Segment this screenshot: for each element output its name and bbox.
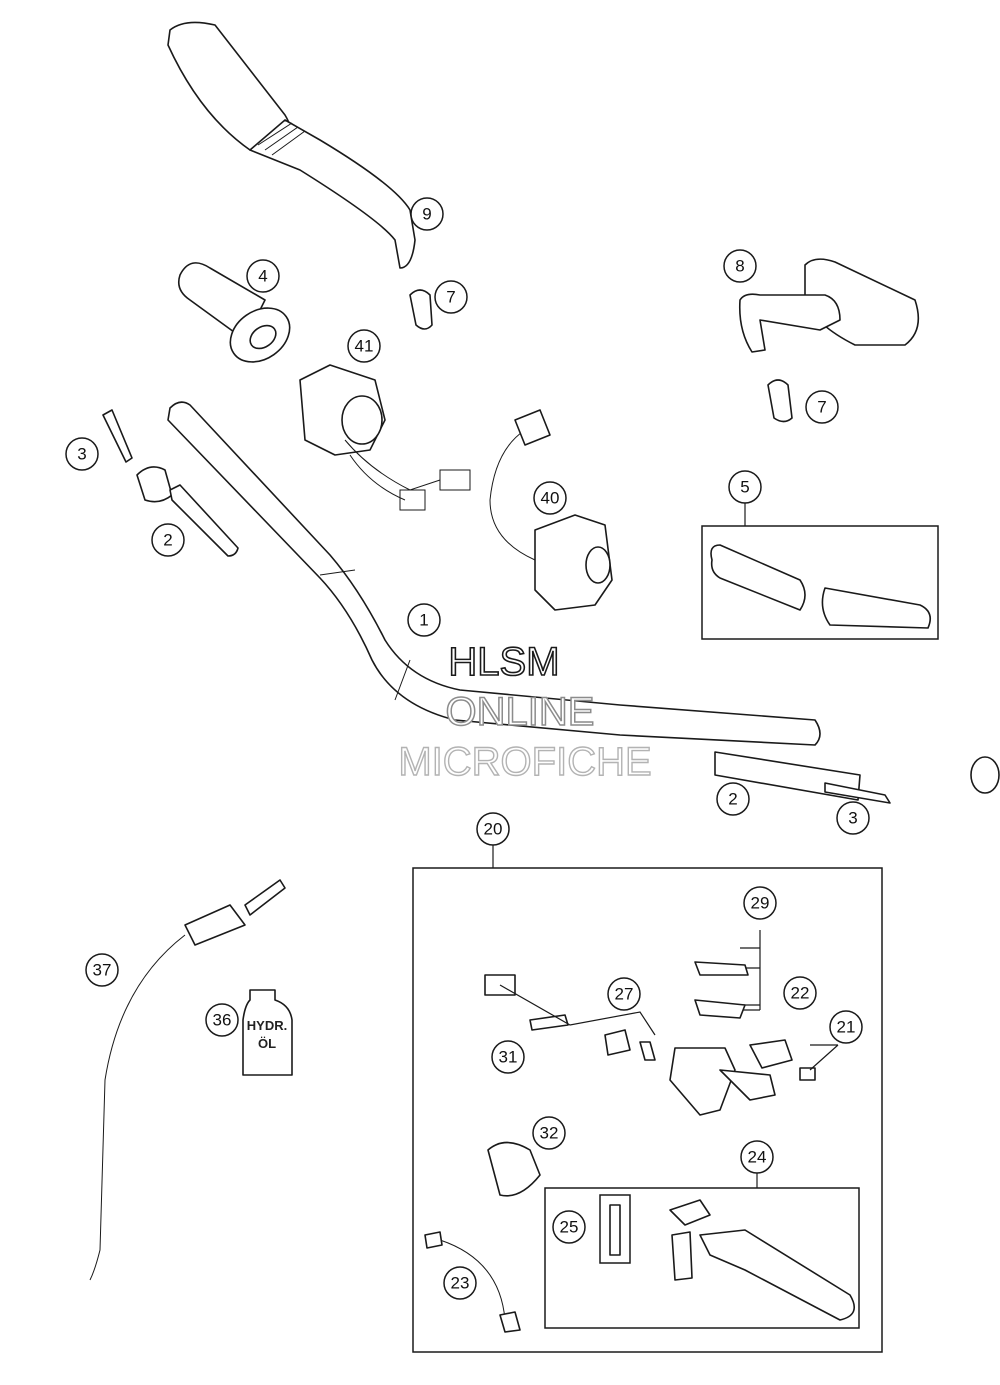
callout-1: 1 xyxy=(407,603,441,637)
watermark-line3: MICROFICHE xyxy=(398,740,651,784)
callout-40: 40 xyxy=(533,481,567,515)
hydraulic-oil-bottle: HYDR. ÖL xyxy=(242,989,293,1076)
callout-31-label: 31 xyxy=(499,1048,518,1067)
callout-23: 23 xyxy=(443,1266,477,1300)
bottle-label-line2: ÖL xyxy=(258,1036,276,1051)
callout-25-label: 25 xyxy=(560,1218,579,1237)
callout-3-right: 3 xyxy=(836,801,870,835)
mirror-left xyxy=(167,21,416,269)
throttle-grip xyxy=(177,262,291,363)
callout-27: 27 xyxy=(607,977,641,1011)
callout-40-label: 40 xyxy=(541,489,560,508)
callout-3-left-label: 3 xyxy=(77,445,86,464)
callout-41-label: 41 xyxy=(355,337,374,356)
callout-2-right: 2 xyxy=(716,782,750,816)
callout-4: 4 xyxy=(246,259,280,293)
callout-2-left-label: 2 xyxy=(163,531,172,550)
left-switch-assembly xyxy=(489,409,613,611)
callout-22: 22 xyxy=(783,976,817,1010)
callout-5: 5 xyxy=(728,470,762,504)
callout-5-label: 5 xyxy=(740,478,749,497)
callout-29: 29 xyxy=(743,886,777,920)
callout-9-label: 9 xyxy=(422,205,431,224)
brake-light-switch xyxy=(424,1231,521,1333)
bar-end-screw-left xyxy=(102,409,133,463)
callout-8-label: 8 xyxy=(735,257,744,276)
callout-36-label: 36 xyxy=(213,1011,232,1030)
bar-end-plug-left xyxy=(409,289,433,330)
bottle-label-line1: HYDR. xyxy=(247,1018,287,1033)
bar-end-plug-right xyxy=(767,379,793,423)
callout-29-label: 29 xyxy=(751,894,770,913)
callout-37: 37 xyxy=(85,953,119,987)
bar-end-weight-right xyxy=(714,751,1000,801)
callout-36: 36 xyxy=(205,1003,239,1037)
callout-3-left: 3 xyxy=(65,437,99,471)
callout-27-label: 27 xyxy=(615,985,634,1004)
bar-end-screw-right xyxy=(824,782,891,804)
callout-2-left: 2 xyxy=(151,523,185,557)
watermark: HLSM ONLINE MICROFICHE xyxy=(398,639,653,785)
callout-24: 24 xyxy=(740,1140,774,1174)
reservoir-cover xyxy=(487,1141,541,1197)
callout-21: 21 xyxy=(829,1010,863,1044)
watermark-line1: HLSM xyxy=(448,640,559,684)
callout-4-label: 4 xyxy=(258,267,267,286)
hydraulic-line xyxy=(89,879,286,1281)
handlebar xyxy=(167,401,821,746)
callout-2-right-label: 2 xyxy=(728,790,737,809)
callout-32: 32 xyxy=(532,1116,566,1150)
callout-9: 9 xyxy=(410,197,444,231)
hand-brake-cylinder-group xyxy=(412,845,883,1353)
throttle-switch-assembly xyxy=(299,364,471,511)
callout-21-label: 21 xyxy=(837,1018,856,1037)
callout-1-label: 1 xyxy=(419,611,428,630)
callout-7-right: 7 xyxy=(805,390,839,424)
callout-7-left-label: 7 xyxy=(446,288,455,307)
mirror-right xyxy=(738,258,920,353)
hand-brake-lever-group xyxy=(544,1172,860,1329)
callout-20-label: 20 xyxy=(484,820,503,839)
callout-24-label: 24 xyxy=(748,1148,767,1167)
callout-32-label: 32 xyxy=(540,1124,559,1143)
callout-22-label: 22 xyxy=(791,984,810,1003)
callout-7-right-label: 7 xyxy=(817,398,826,417)
callout-37-label: 37 xyxy=(93,961,112,980)
callout-20: 20 xyxy=(476,812,510,846)
watermark-line2: ONLINE xyxy=(446,690,595,734)
bar-end-weight-left xyxy=(136,466,239,557)
callout-41: 41 xyxy=(347,329,381,363)
callout-23-label: 23 xyxy=(451,1274,470,1293)
callout-7-left: 7 xyxy=(434,280,468,314)
callout-25: 25 xyxy=(552,1210,586,1244)
callout-31: 31 xyxy=(491,1040,525,1074)
callout-8: 8 xyxy=(723,249,757,283)
callout-3-right-label: 3 xyxy=(848,809,857,828)
grip-set xyxy=(701,499,939,640)
